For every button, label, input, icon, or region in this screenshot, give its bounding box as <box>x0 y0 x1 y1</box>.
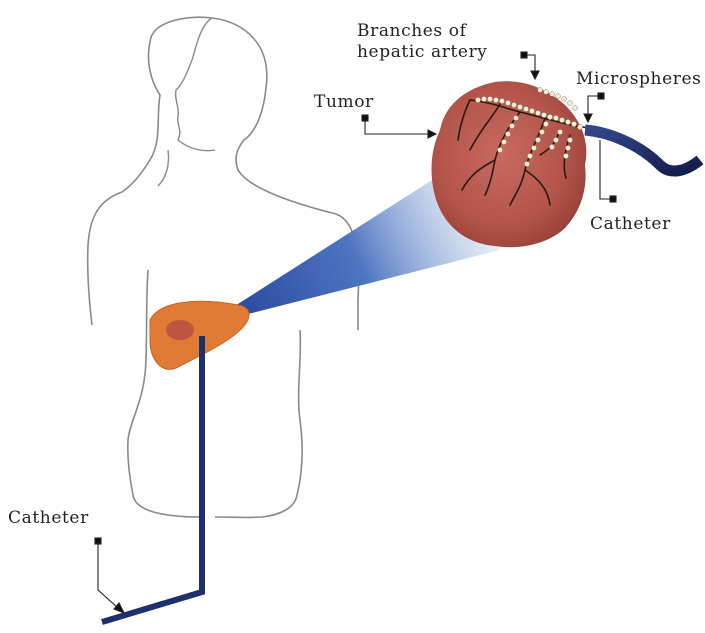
zoom-catheter <box>585 130 700 171</box>
face-outline <box>176 18 215 151</box>
body-catheter <box>102 336 202 622</box>
label-catheter-right: Catheter <box>590 214 671 235</box>
label-tumor: Tumor <box>314 92 374 113</box>
label-branches-line2: hepatic artery <box>357 42 488 63</box>
label-branches-line1: Branches of <box>357 21 488 42</box>
liver-tumor-spot <box>166 320 194 340</box>
tumor-mass <box>432 81 587 247</box>
label-catheter-left: Catheter <box>8 508 89 529</box>
label-microspheres: Microspheres <box>576 69 701 90</box>
neck-line <box>158 150 169 186</box>
label-branches-hepatic-artery: Branches of hepatic artery <box>357 21 488 63</box>
